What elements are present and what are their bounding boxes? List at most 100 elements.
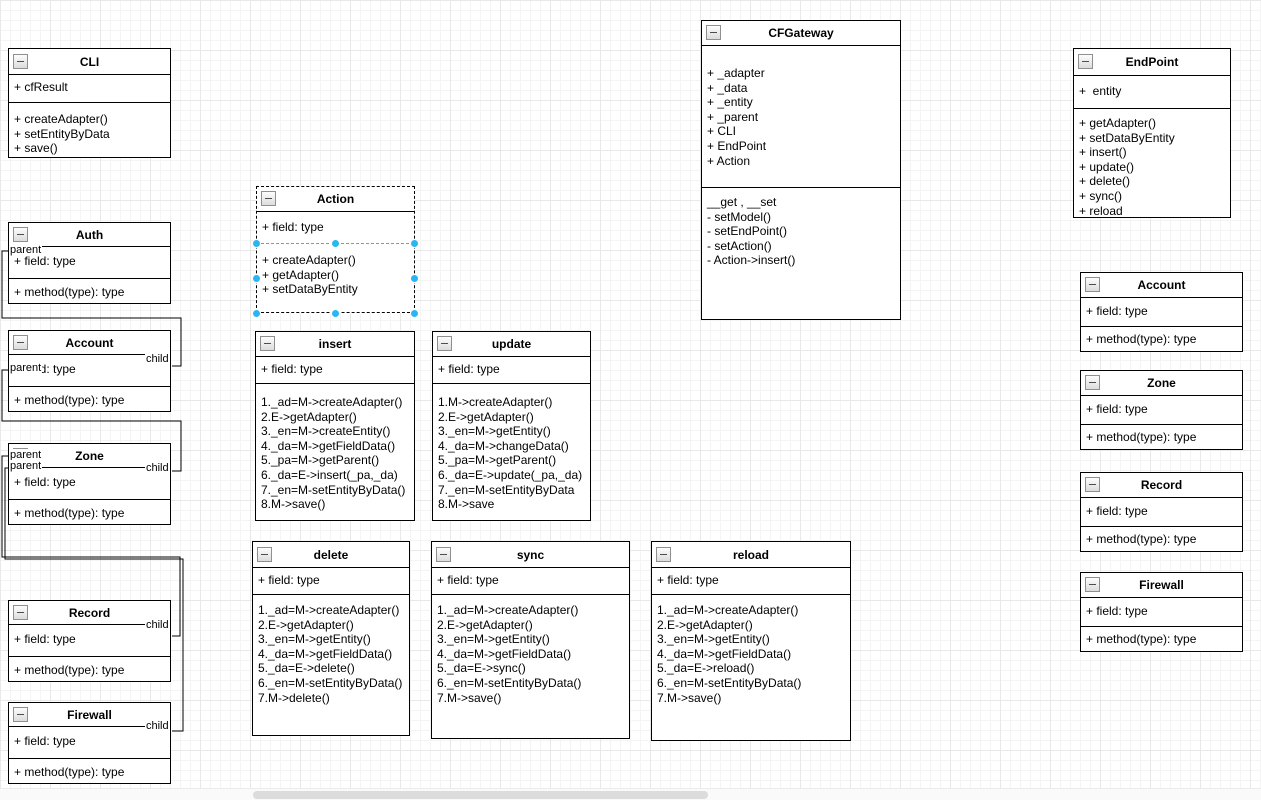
collapse-icon[interactable]: [13, 334, 28, 350]
minus-glyph: [265, 198, 272, 199]
auth-fields-compartment[interactable]: + field: type: [9, 246, 170, 278]
endpoint-methods-compartment[interactable]: + getAdapter()+ setDataByEntity+ insert(…: [1074, 108, 1230, 219]
selection-handle[interactable]: [330, 238, 340, 248]
class-zone-left[interactable]: Zone+ field: type+ method(type): type: [8, 443, 171, 525]
method-line: + createAdapter(): [262, 253, 356, 267]
cfgateway-methods-compartment[interactable]: __get , __set- setModel()- setEndPoint()…: [702, 187, 900, 321]
edge-zone-to-record[interactable]: [1, 455, 181, 637]
delete-fields-compartment[interactable]: + field: type: [253, 567, 409, 594]
insert-fields-compartment[interactable]: + field: type: [256, 356, 414, 383]
horizontal-scrollbar[interactable]: [0, 788, 1261, 800]
class-title: update: [491, 337, 532, 351]
account-right-fields-compartment[interactable]: + field: type: [1081, 297, 1242, 326]
reload-methods-compartment[interactable]: 1._ad=M->createAdapter()2.E->getAdapter(…: [652, 594, 850, 742]
collapse-icon[interactable]: [1085, 577, 1100, 592]
collapse-icon[interactable]: [656, 546, 671, 562]
collapse-icon[interactable]: [1078, 54, 1093, 69]
class-cli[interactable]: CLI+ cfResult+ createAdapter()+ setEntit…: [8, 48, 171, 158]
zone-left-methods-compartment[interactable]: + method(type): type: [9, 499, 170, 526]
collapse-icon[interactable]: [13, 53, 28, 69]
sync-methods-compartment[interactable]: 1._ad=M->createAdapter()2.E->getAdapter(…: [432, 594, 629, 740]
collapse-icon[interactable]: [1085, 375, 1100, 390]
class-auth[interactable]: Auth+ field: type+ method(type): type: [8, 222, 171, 304]
auth-methods-compartment[interactable]: + method(type): type: [9, 278, 170, 305]
minus-glyph: [441, 343, 448, 344]
selection-handle[interactable]: [251, 238, 261, 248]
method-line: + update(): [1079, 159, 1135, 174]
field-line: + Action: [707, 153, 751, 168]
class-firewall-left[interactable]: Firewall+ field: type+ method(type): typ…: [8, 702, 171, 784]
cfgateway-fields-compartment[interactable]: + _adapter+ _data+ _entity+ _parent+ CLI…: [702, 45, 900, 187]
collapse-icon[interactable]: [1085, 277, 1100, 292]
edge-account-to-zone[interactable]: [1, 369, 182, 472]
account-left-methods-compartment[interactable]: + method(type): type: [9, 386, 170, 413]
edge-auth-to-account[interactable]: [1, 250, 182, 367]
reload-fields-compartment[interactable]: + field: type: [652, 567, 850, 594]
action-fields-compartment[interactable]: + field: type: [257, 211, 414, 244]
collapse-icon[interactable]: [1085, 477, 1100, 492]
class-record-right[interactable]: Record+ field: type+ method(type): type: [1080, 472, 1243, 552]
edge-label-parent-zone-1: parent: [9, 449, 43, 461]
minus-glyph: [440, 553, 447, 555]
method-line: 5._da=E->delete(): [258, 661, 355, 676]
insert-methods-compartment[interactable]: 1._ad=M->createAdapter()2.E->getAdapter(…: [256, 383, 414, 522]
method-line: 6._en=M-setEntityByData(): [657, 675, 802, 690]
zone-right-fields-compartment[interactable]: + field: type: [1081, 395, 1242, 424]
firewall-left-fields-compartment[interactable]: + field: type: [9, 726, 170, 758]
selection-handle[interactable]: [251, 308, 261, 318]
collapse-icon[interactable]: [13, 706, 28, 722]
firewall-right-fields-compartment[interactable]: + field: type: [1081, 597, 1242, 626]
method-line: + method(type): type: [14, 393, 125, 407]
collapse-icon[interactable]: [706, 25, 721, 40]
collapse-icon[interactable]: [436, 546, 451, 562]
class-endpoint[interactable]: EndPoint+ entity+ getAdapter()+ setDataB…: [1073, 48, 1231, 218]
record-right-fields-compartment[interactable]: + field: type: [1081, 497, 1242, 526]
action-methods-compartment[interactable]: + createAdapter()+ getAdapter()+ setData…: [257, 244, 414, 314]
update-fields-compartment[interactable]: + field: type: [433, 356, 590, 383]
selection-handle[interactable]: [251, 273, 261, 283]
method-line: + delete(): [1079, 174, 1131, 189]
cli-fields-compartment[interactable]: + cfResult: [9, 74, 170, 102]
firewall-right-methods-compartment[interactable]: + method(type): type: [1081, 626, 1242, 653]
method-line: __get , __set: [707, 195, 777, 209]
selection-handle[interactable]: [330, 308, 340, 318]
method-line: - setModel(): [707, 209, 772, 224]
selection-handle[interactable]: [409, 238, 419, 248]
collapse-icon[interactable]: [260, 336, 275, 351]
scrollbar-thumb[interactable]: [253, 791, 708, 799]
record-left-methods-compartment[interactable]: + method(type): type: [9, 656, 170, 683]
class-action[interactable]: Action+ field: type+ createAdapter()+ ge…: [256, 186, 415, 313]
selection-handle[interactable]: [409, 273, 419, 283]
update-methods-compartment[interactable]: 1.M->createAdapter()2.E->getAdapter()3._…: [433, 383, 590, 522]
account-right-methods-compartment[interactable]: + method(type): type: [1081, 326, 1242, 353]
cli-methods-compartment[interactable]: + createAdapter()+ setEntityByData+ save…: [9, 102, 170, 159]
collapse-icon[interactable]: [13, 226, 28, 242]
collapse-icon[interactable]: [437, 336, 452, 351]
collapse-icon[interactable]: [13, 604, 28, 620]
edge-zone-to-firewall[interactable]: [4, 467, 184, 732]
field-line: + field: type: [438, 362, 500, 376]
sync-fields-compartment[interactable]: + field: type: [432, 567, 629, 594]
selection-handle[interactable]: [409, 308, 419, 318]
record-left-fields-compartment[interactable]: + field: type: [9, 624, 170, 656]
zone-right-methods-compartment[interactable]: + method(type): type: [1081, 424, 1242, 451]
class-account-right[interactable]: Account+ field: type+ method(type): type: [1080, 272, 1243, 352]
endpoint-fields-compartment[interactable]: + entity: [1074, 75, 1230, 108]
class-cfgateway[interactable]: CFGateway+ _adapter+ _data+ _entity+ _pa…: [701, 20, 901, 320]
class-update[interactable]: update + field: type 1.M->createAdapter()2…: [432, 331, 591, 521]
zone-left-fields-compartment[interactable]: + field: type: [9, 467, 170, 499]
minus-glyph: [17, 60, 24, 62]
class-record-left[interactable]: Record+ field: type+ method(type): type: [8, 600, 171, 682]
record-right-methods-compartment[interactable]: + method(type): type: [1081, 526, 1242, 553]
class-firewall-right[interactable]: Firewall+ field: type+ method(type): typ…: [1080, 572, 1243, 652]
class-zone-right[interactable]: Zone+ field: type+ method(type): type: [1080, 370, 1243, 450]
collapse-icon[interactable]: [261, 191, 276, 206]
collapse-icon[interactable]: [257, 546, 272, 562]
delete-methods-compartment[interactable]: 1._ad=M->createAdapter()2.E->getAdapter(…: [253, 594, 409, 737]
firewall-left-methods-compartment[interactable]: + method(type): type: [9, 758, 170, 785]
